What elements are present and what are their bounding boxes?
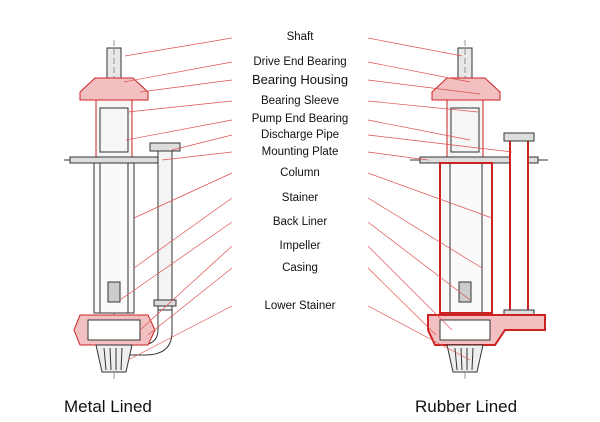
metal-lined-pump	[64, 40, 181, 380]
label-discharge-pipe: Discharge Pipe	[261, 129, 339, 141]
label-back-liner: Back Liner	[272, 216, 328, 228]
label-stainer: Stainer	[281, 192, 319, 204]
rubber-lined-pump	[410, 40, 548, 380]
label-casing: Casing	[282, 262, 318, 274]
caption-rubber-lined: Rubber Lined	[415, 397, 518, 416]
label-mounting-plate: Mounting Plate	[261, 146, 339, 158]
label-shaft: Shaft	[286, 31, 314, 43]
label-column: Column	[280, 167, 320, 179]
label-bearing-sleeve: Bearing Sleeve	[261, 95, 339, 107]
label-lower-stainer: Lower Stainer	[264, 300, 336, 312]
label-pump-end-bearing: Pump End Bearing	[251, 113, 349, 125]
caption-metal-lined: Metal Lined	[64, 397, 152, 416]
label-bearing-housing: Bearing Housing	[251, 72, 349, 87]
label-impeller: Impeller	[279, 240, 321, 252]
label-drive-end-bearing: Drive End Bearing	[253, 56, 347, 68]
leader-lines	[119, 37, 513, 361]
